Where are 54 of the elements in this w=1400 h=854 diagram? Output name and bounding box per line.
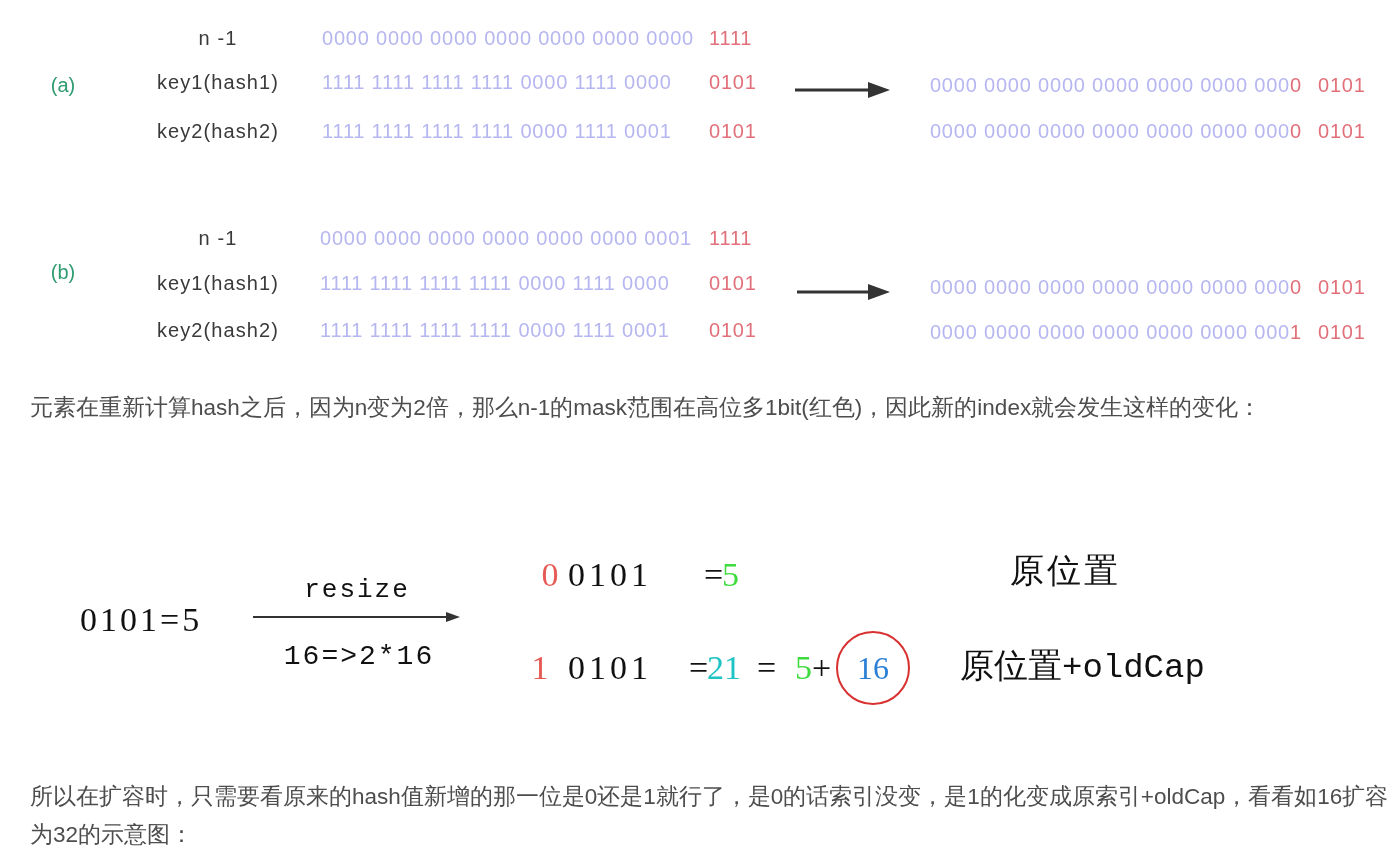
paragraph: 元素在重新计算hash之后，因为n变为2倍，那么n-1的mask范围在高位多1bit(红色)，因此新的index就会发生这样的变化： [30,394,1263,422]
bit-string: 0000 0000 0000 0000 0000 0000 000 [929,75,1290,95]
bit-string: 0000 0000 0000 0000 0000 0000 0001 [320,228,692,248]
position-note: 原位置+oldCap [960,651,1205,685]
highlighted-bits: 0101 [709,121,757,141]
arrow [252,612,460,622]
highlighted-bits: 0101 [1318,75,1366,95]
bit-string: 1111 1111 1111 1111 0000 1111 0000 [320,273,670,293]
arrow [797,284,890,300]
arrow [795,82,890,98]
highlighted-bit: 1 [1290,322,1302,342]
highlighted-bit: 0 [1290,277,1302,297]
bit-string: 1111 1111 1111 1111 0000 1111 0001 [320,320,670,340]
row-label: key1(hash1) [156,273,280,293]
highlighted-bits: 0101 [1318,121,1366,141]
bit-string: 0000 0000 0000 0000 0000 0000 0000 [322,28,694,48]
position-note: 原位置 [1010,556,1121,590]
circled-number: 16 [836,631,910,705]
binary-number: 0101 [568,558,652,592]
formula-text: 16=>2*16 [283,643,435,671]
highlighted-bits: 0101 [709,72,757,92]
result-value: 5 [795,651,812,685]
highlighted-bit: 0 [1290,121,1302,141]
highlighted-bit: 0 [1290,75,1302,95]
bit-string: 0000 0000 0000 0000 0000 0000 000 [929,322,1290,342]
highlighted-bits: 0101 [1318,322,1366,342]
highlighted-bits: 1111 [709,28,753,48]
panel-label: (b) [50,262,76,282]
bit-string: 0000 0000 0000 0000 0000 0000 000 [929,277,1290,297]
row-label: key1(hash1) [156,72,280,92]
row-label: n -1 [198,228,238,248]
bit-string: 1111 1111 1111 1111 0000 1111 0001 [322,121,672,141]
paragraph: 所以在扩容时，只需要看原来的hash值新增的那一位是0还是1就行了，是0的话索引没变，是1的化变成原索引+oldCap，看看如16扩容为32的示意图： [30,783,1390,849]
highlighted-bits: 0101 [1318,277,1366,297]
plus-sign: + [812,651,832,685]
highlighted-bits: 0101 [709,320,757,340]
row-label: n -1 [198,28,238,48]
binary-number: 0101 [568,651,652,685]
highlighted-bits: 1111 [709,228,753,248]
equation-text: 0101=5 [80,603,203,637]
high-bit: 1 [531,651,549,685]
panel-label: (a) [50,75,76,95]
row-label: key2(hash2) [156,320,280,340]
equals-sign: = [757,651,777,685]
result-value: 5 [722,558,739,592]
edge-label: resize [304,577,410,603]
bit-string: 0000 0000 0000 0000 0000 0000 000 [929,121,1290,141]
bit-string: 1111 1111 1111 1111 0000 1111 0000 [322,72,672,92]
equals-sign: = [704,558,724,592]
highlighted-bits: 0101 [709,273,757,293]
high-bit: 0 [541,558,559,592]
result-value: 21 [707,651,741,685]
row-label: key2(hash2) [156,121,280,141]
equals-sign: = [689,651,709,685]
